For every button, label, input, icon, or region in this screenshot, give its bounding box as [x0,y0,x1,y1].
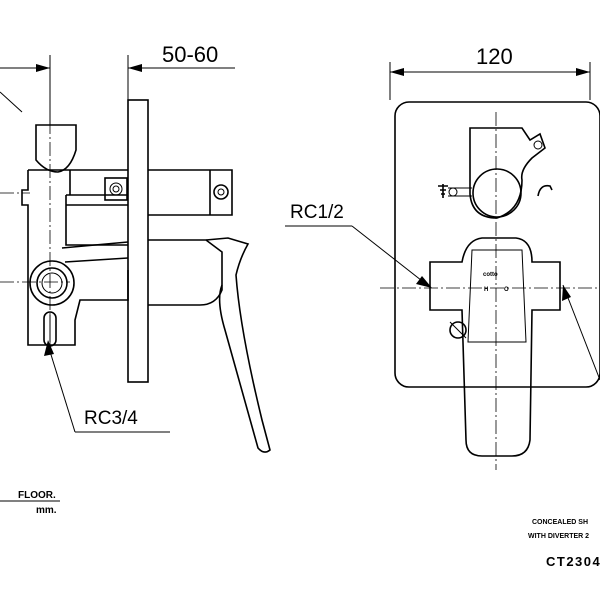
hot-indicator: H [484,287,488,293]
title-line-2: WITH DIVERTER 2 [528,533,589,540]
lever-handle [148,237,271,453]
diverter-knob [438,127,553,219]
side-view: 50-60 [0,42,271,516]
shower-icon [438,184,472,198]
depth-dimension: 50-60 [162,42,218,67]
spout-icon [537,184,553,197]
inlet-leader [285,225,432,288]
inlet-label: RC1/2 [290,202,344,223]
depth-dimension-line [0,64,235,72]
brand-mark: cotto [483,272,498,278]
spindle [148,169,233,216]
model-code: CT2304 [546,554,600,569]
front-lever: cotto H O [429,237,561,457]
valve-body [21,124,129,346]
outlet-port [29,260,75,347]
front-view: 120 cotto H O [285,44,600,569]
unit-note: mm. [36,505,57,516]
faceplate [394,101,600,388]
outlet-leader [44,340,170,433]
floor-note: FLOOR. [18,490,56,501]
outlet-label: RC3/4 [84,408,138,429]
cold-indicator: O [504,287,509,293]
wall-plate [127,99,149,383]
width-dimension: 120 [476,44,513,69]
width-dimension-line [390,68,590,76]
title-line-1: CONCEALED SH [532,519,588,526]
